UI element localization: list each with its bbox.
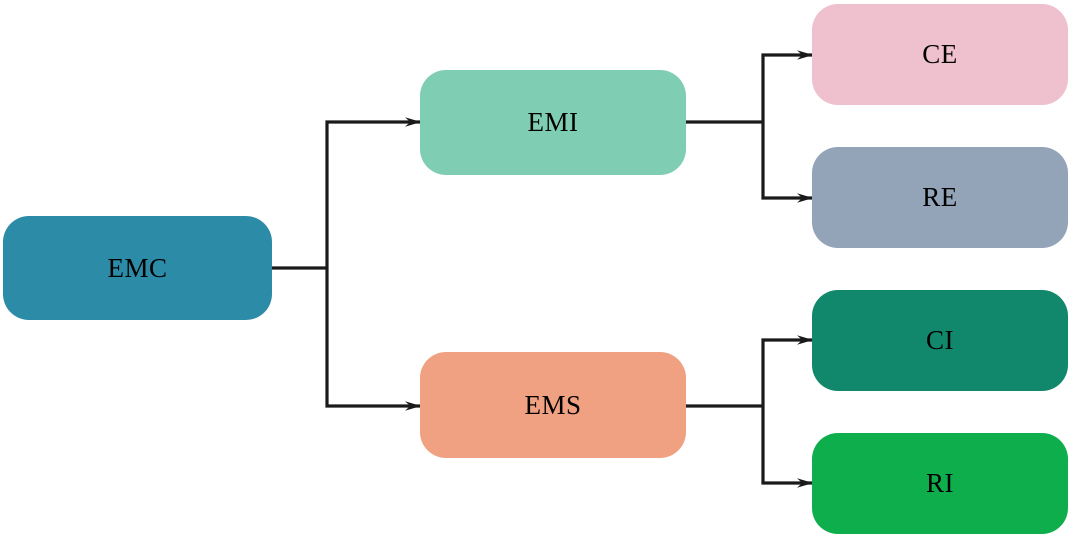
edge-emi-re bbox=[761, 122, 813, 203]
node-emc[interactable]: EMC bbox=[3, 216, 272, 320]
node-ci-label: CI bbox=[926, 325, 954, 355]
edge-ems-ci bbox=[686, 335, 813, 408]
node-ri-label: RI bbox=[926, 468, 954, 498]
node-ri[interactable]: RI bbox=[812, 433, 1068, 534]
node-emc-label: EMC bbox=[107, 252, 168, 283]
node-ce[interactable]: CE bbox=[812, 4, 1068, 105]
node-ems[interactable]: EMS bbox=[420, 352, 686, 458]
node-ce-label: CE bbox=[922, 39, 958, 69]
edge-emi-ce bbox=[686, 50, 813, 124]
node-re-label: RE bbox=[922, 182, 958, 212]
edge-emc-emi bbox=[272, 117, 421, 270]
node-re[interactable]: RE bbox=[812, 147, 1068, 248]
node-emi[interactable]: EMI bbox=[420, 70, 686, 175]
node-emi-label: EMI bbox=[527, 107, 579, 137]
edge-ems-ri bbox=[761, 406, 813, 488]
node-ems-label: EMS bbox=[524, 389, 582, 420]
edge-emc-ems bbox=[325, 268, 421, 411]
node-ci[interactable]: CI bbox=[812, 290, 1068, 391]
